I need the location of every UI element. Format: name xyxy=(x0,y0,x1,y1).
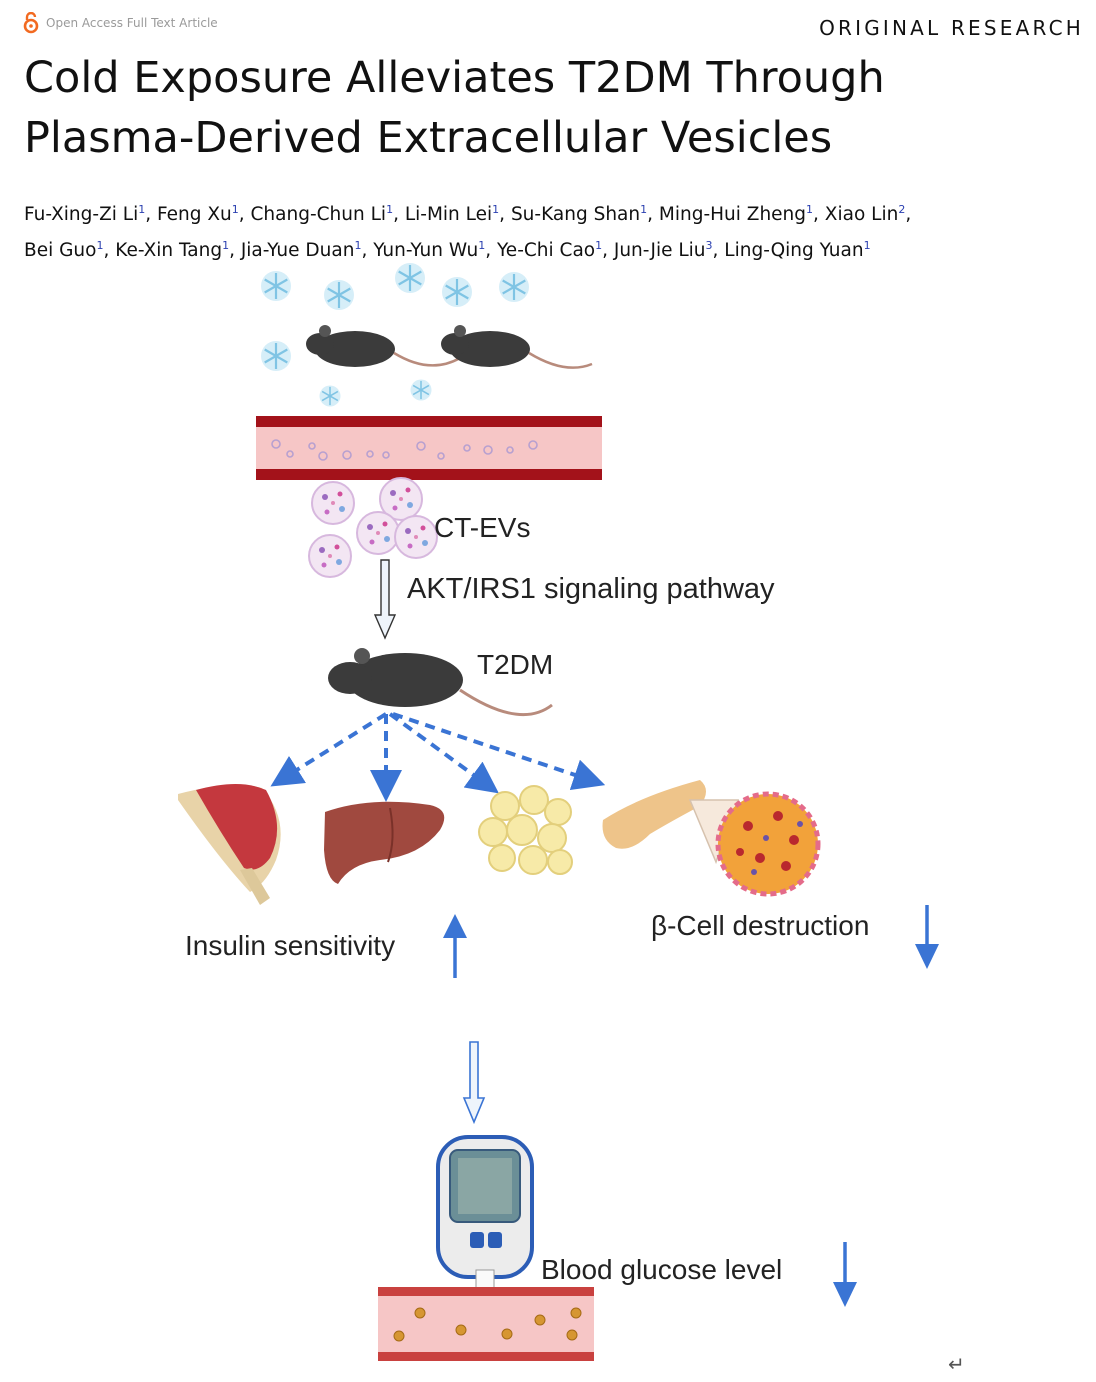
adipose-icon xyxy=(478,785,573,875)
title-line-2: Plasma-Derived Extracellular Vesicles xyxy=(24,113,833,163)
author[interactable]: Jun-Jie Liu3, xyxy=(613,239,725,262)
author[interactable]: Su-Kang Shan1, xyxy=(510,203,659,226)
extracellular-vesicle-icons xyxy=(308,477,438,578)
down-arrow-icon xyxy=(373,559,397,640)
mouse-icon xyxy=(441,325,593,369)
return-symbol: ↵ xyxy=(948,1352,965,1376)
open-access-icon xyxy=(23,12,39,34)
islet-icon xyxy=(715,791,821,897)
open-access-badge: Open Access Full Text Article xyxy=(22,12,218,34)
author[interactable]: Ke-Xin Tang1, xyxy=(115,239,241,262)
glucose-meter-icon xyxy=(436,1135,534,1309)
author[interactable]: Bei Guo1, xyxy=(24,239,116,262)
up-arrow-icon xyxy=(443,914,467,978)
t2dm-mouse-icon xyxy=(328,648,553,717)
blood-vessel-icon xyxy=(378,1287,594,1361)
open-access-label: Open Access Full Text Article xyxy=(46,16,218,30)
author[interactable]: Feng Xu1, xyxy=(156,203,251,226)
author[interactable]: Li-Min Lei1, xyxy=(404,203,511,226)
dashed-arrows xyxy=(270,712,606,802)
author[interactable]: Fu-Xing-Zi Li1, xyxy=(24,203,157,226)
down-arrow-icon xyxy=(915,905,939,969)
mouse-icon xyxy=(306,325,461,367)
section-label: ORIGINAL RESEARCH xyxy=(819,16,1084,40)
liver-icon xyxy=(324,801,445,884)
author[interactable]: Ye-Chi Cao1, xyxy=(496,239,614,262)
author[interactable]: Chang-Chun Li1, xyxy=(250,203,405,226)
author[interactable]: Xiao Lin2, xyxy=(824,203,912,226)
title-line-1: Cold Exposure Alleviates T2DM Through xyxy=(24,53,885,103)
down-arrow-icon xyxy=(462,1041,486,1125)
insulin-sensitivity-label: Insulin sensitivity xyxy=(185,930,395,961)
blood-vessel-icon xyxy=(256,416,602,480)
author[interactable]: Ming-Hui Zheng1, xyxy=(658,203,825,226)
t2dm-label: T2DM xyxy=(477,649,553,680)
author-list: Fu-Xing-Zi Li1, Feng Xu1, Chang-Chun Li1… xyxy=(24,194,1084,266)
author[interactable]: Jia-Yue Duan1, xyxy=(240,239,374,262)
author[interactable]: Yun-Yun Wu1, xyxy=(373,239,497,262)
ct-evs-label: CT-EVs xyxy=(434,512,530,543)
blood-glucose-label: Blood glucose level xyxy=(541,1254,782,1285)
down-arrow-icon xyxy=(833,1242,857,1307)
beta-cell-label: β-Cell destruction xyxy=(651,910,869,941)
pathway-label: AKT/IRS1 signaling pathway xyxy=(407,573,775,605)
article-title: Cold Exposure Alleviates T2DM Through Pl… xyxy=(24,48,1064,168)
muscle-icon xyxy=(178,784,281,905)
author[interactable]: Ling-Qing Yuan1 xyxy=(724,239,871,262)
